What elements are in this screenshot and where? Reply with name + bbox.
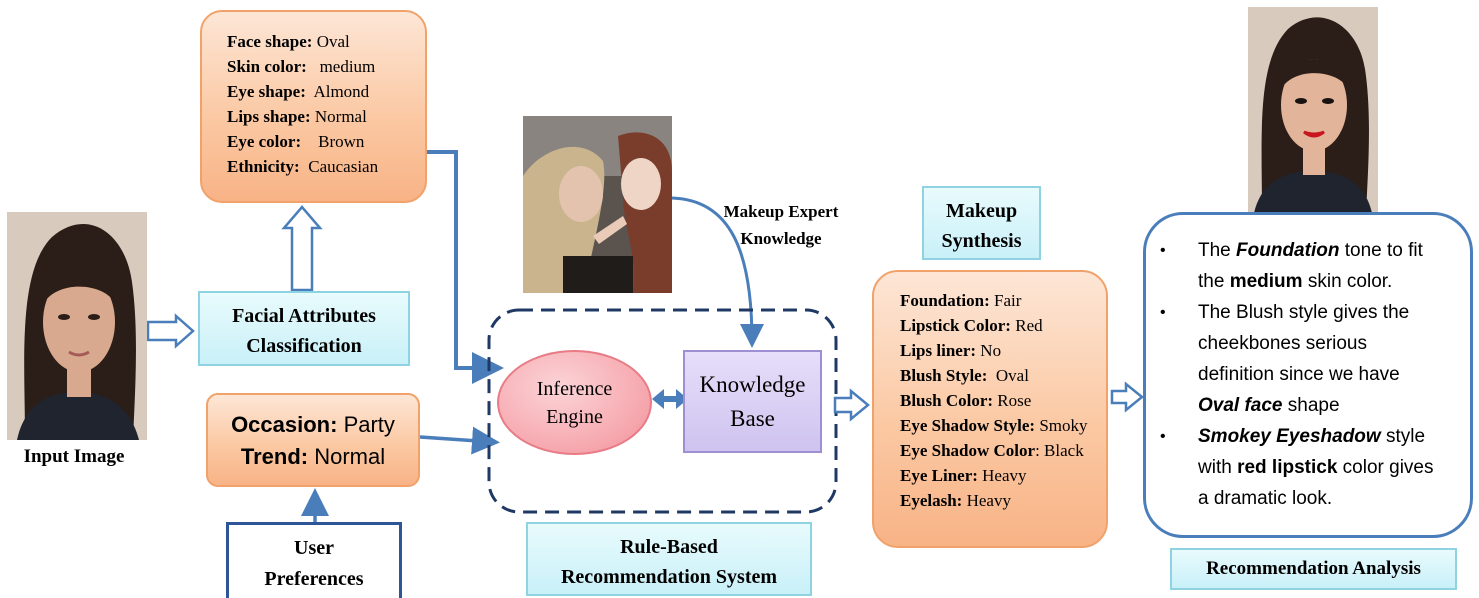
preference-row: Occasion: Party xyxy=(231,412,395,437)
makeup-row: Lipstick Color: Red xyxy=(900,316,1043,335)
makeup-attributes-box: Foundation: Fair Lipstick Color: Red Lip… xyxy=(872,270,1108,548)
recommendation-item-eyeshadow: • Smokey Eyeshadow style with red lipsti… xyxy=(1146,421,1470,514)
attribute-row: Skin color: medium xyxy=(227,57,376,76)
result-face-photo xyxy=(1248,7,1378,213)
makeup-synthesis-label: Makeup Synthesis xyxy=(922,186,1041,260)
face-portrait-icon xyxy=(7,212,147,440)
hollow-arrow-makeup-to-recommendation xyxy=(1110,381,1144,413)
kb-line2: Base xyxy=(730,406,775,431)
makeup-row: Blush Color: Rose xyxy=(900,391,1032,410)
attribute-row: Eye shape: Almond xyxy=(227,82,370,101)
makeup-row: Lips liner: No xyxy=(900,341,1002,360)
recommendation-list: • The Foundation tone to fit the medium … xyxy=(1146,235,1470,514)
synthesis-line1: Makeup xyxy=(945,200,1018,222)
facial-classification-box: Facial Attributes Classification xyxy=(198,291,410,366)
engine-line1: Inference xyxy=(536,378,613,400)
hollow-arrow-system-to-makeup xyxy=(833,388,870,422)
classification-line2: Classification xyxy=(246,335,362,357)
synthesis-line2: Synthesis xyxy=(941,230,1022,252)
hollow-arrow-classification-to-attributes xyxy=(281,205,323,292)
analysis-label-text: Recommendation Analysis xyxy=(1206,558,1421,579)
arrow-preferences-to-system xyxy=(419,426,500,455)
input-image-caption: Input Image xyxy=(23,446,125,467)
preferences-box: Occasion: Party Trend: Normal xyxy=(206,393,420,487)
engine-line2: Engine xyxy=(546,406,603,428)
bidirectional-arrow-left-head xyxy=(652,389,664,409)
user-preferences-box: User Preferences xyxy=(226,522,402,598)
rule-based-system-label: Rule-Based Recommendation System xyxy=(526,522,812,596)
makeup-artist-photo-icon xyxy=(523,116,672,293)
knowledge-base-box: Knowledge Base xyxy=(683,350,822,453)
bullet-dot: • xyxy=(1160,242,1166,259)
attribute-row: Ethnicity: Caucasian xyxy=(227,157,379,176)
user-preferences-line2: Preferences xyxy=(264,568,364,590)
hollow-arrow-input-to-classification xyxy=(146,313,195,349)
recommendation-item-foundation: • The Foundation tone to fit the medium … xyxy=(1146,235,1470,297)
makeup-row: Foundation: Fair xyxy=(900,291,1022,310)
facial-attributes-box: Face shape: Oval Skin color: medium Eye … xyxy=(200,10,427,203)
recommendation-item-blush: • The Blush style gives the cheekbones s… xyxy=(1146,297,1470,421)
bullet-dot: • xyxy=(1160,304,1166,321)
expert-line2: Knowledge xyxy=(740,229,822,248)
attribute-row: Lips shape: Normal xyxy=(227,107,367,126)
kb-line1: Knowledge xyxy=(699,372,806,397)
user-preferences-line1: User xyxy=(294,537,334,559)
makeup-row: Blush Style: Oval xyxy=(900,366,1029,385)
recommendation-box: • The Foundation tone to fit the medium … xyxy=(1143,212,1473,538)
attribute-row: Eye color: Brown xyxy=(227,132,365,151)
input-face-photo xyxy=(7,212,147,440)
expert-knowledge-label: Makeup Expert Knowledge xyxy=(707,198,855,252)
made-up-face-portrait-icon xyxy=(1248,7,1378,213)
rule-based-line2: Recommendation System xyxy=(560,566,778,588)
makeup-row: Eye Shadow Style: Smoky xyxy=(900,416,1088,435)
expert-line1: Makeup Expert xyxy=(723,202,839,221)
makeup-row: Eyelash: Heavy xyxy=(900,491,1011,510)
makeup-row: Eye Liner: Heavy xyxy=(900,466,1027,485)
classification-line1: Facial Attributes xyxy=(232,305,376,327)
recommendation-analysis-label: Recommendation Analysis xyxy=(1170,548,1457,590)
bidirectional-arrow-right-head xyxy=(676,389,688,409)
attribute-row: Face shape: Oval xyxy=(227,32,350,51)
preference-row: Trend: Normal xyxy=(240,444,386,469)
inference-engine-ellipse: Inference Engine xyxy=(497,350,652,455)
bullet-dot: • xyxy=(1160,428,1166,445)
rule-based-line1: Rule-Based xyxy=(620,536,718,558)
arrow-attributes-to-engine xyxy=(427,150,504,384)
makeup-expert-photo xyxy=(523,116,672,293)
makeup-row: Eye Shadow Color: Black xyxy=(900,441,1084,460)
